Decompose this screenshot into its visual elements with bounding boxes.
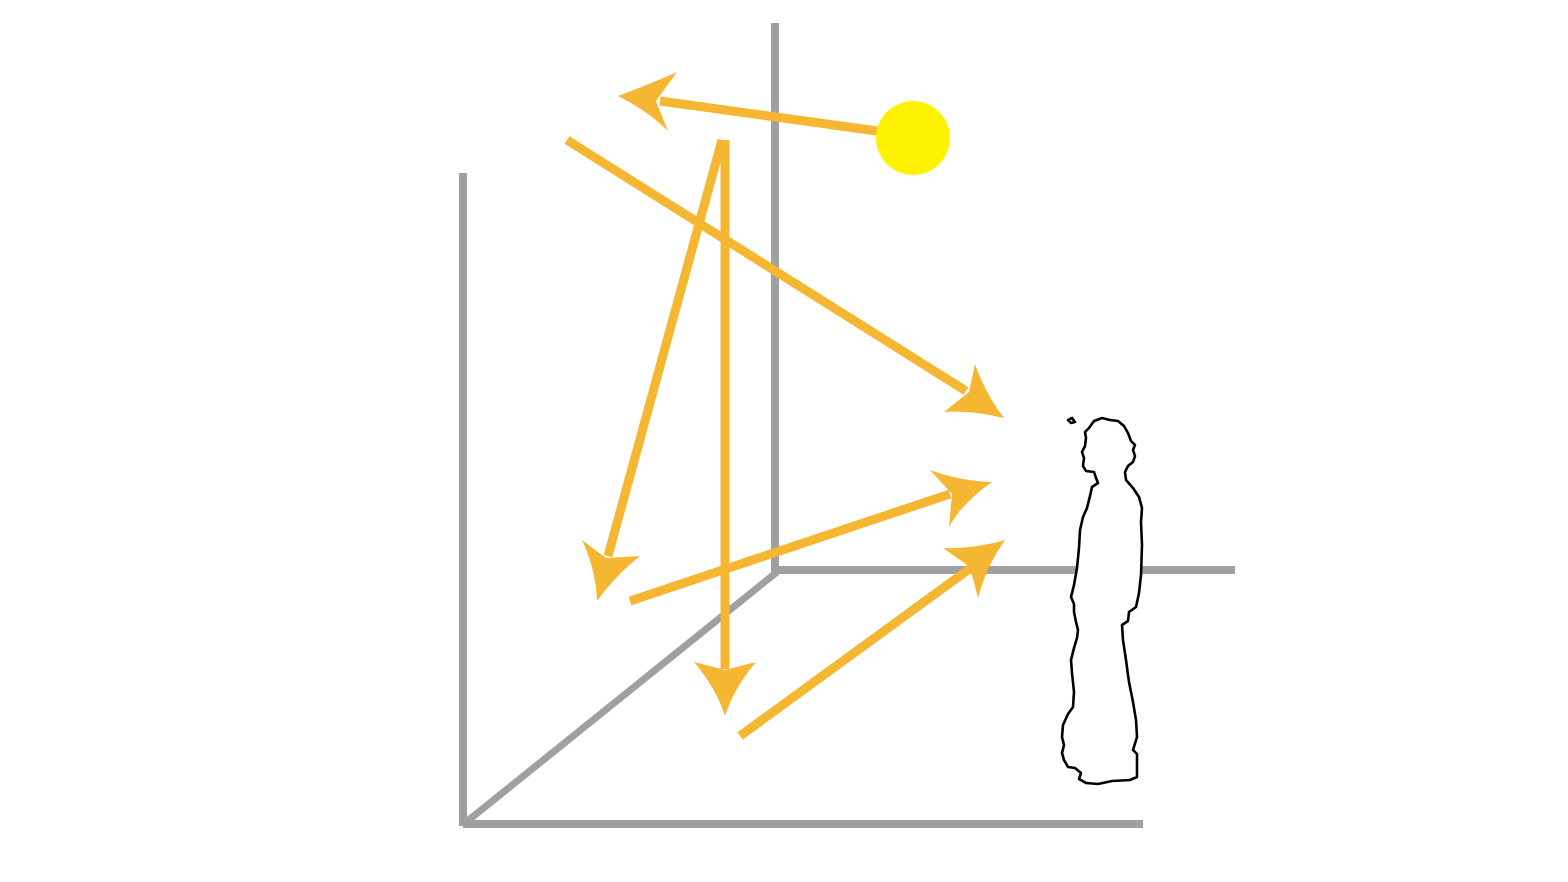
ray-vertical-down xyxy=(694,140,756,716)
observer-person-icon xyxy=(1060,416,1144,786)
arrowhead-icon xyxy=(582,540,640,601)
ray-shaft xyxy=(603,138,727,558)
ray-shaft xyxy=(737,563,975,740)
ray-shaft xyxy=(628,489,952,606)
person-hair-tuft xyxy=(1066,416,1077,425)
arrowhead-icon xyxy=(944,364,1004,418)
ray-steep-down-left xyxy=(582,138,727,601)
ray-diagonal-down-right xyxy=(564,136,1004,418)
ray-shaft xyxy=(659,96,878,136)
ray-shaft xyxy=(564,136,969,395)
ray-sun-to-left xyxy=(618,72,878,136)
arrowhead-icon xyxy=(694,662,756,716)
arrowhead-icon xyxy=(943,540,1005,598)
sun-icon xyxy=(876,101,950,175)
arrowhead-icon xyxy=(930,470,992,527)
ray-up-right-lower xyxy=(737,540,1005,740)
person-outline xyxy=(1060,416,1144,786)
ray-up-right-upper xyxy=(628,470,992,606)
arrowhead-icon xyxy=(618,72,677,131)
light-rays xyxy=(564,72,1005,740)
